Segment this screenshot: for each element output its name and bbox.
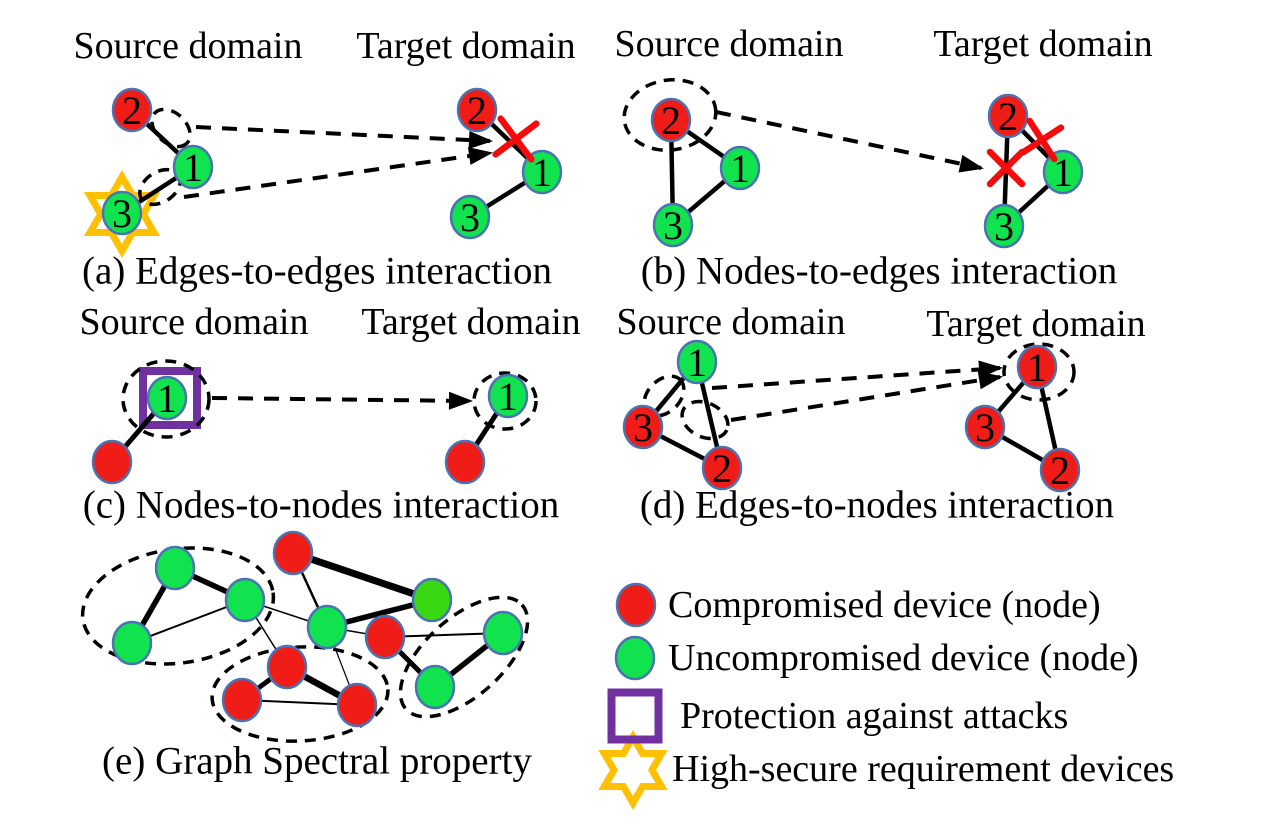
dashed-group-ellipse	[398, 595, 530, 719]
dashed-group-ellipse	[210, 645, 390, 743]
device-node-red	[987, 93, 1029, 139]
transfer-arrow	[711, 360, 1003, 390]
dashed-group-ellipse	[150, 107, 192, 149]
transfer-arrow	[730, 371, 1003, 422]
blocked-x-icon	[1019, 117, 1065, 163]
node-label: 2	[661, 98, 681, 143]
node-label: 1	[1027, 345, 1047, 390]
blocked-x-icon	[492, 115, 540, 163]
node-label: 2	[1050, 448, 1070, 493]
transfer-arrow	[195, 125, 493, 149]
device-node-green	[224, 577, 266, 623]
uncompromised-node-icon	[614, 635, 656, 681]
device-node-green	[154, 545, 196, 591]
dashed-group-ellipse	[472, 371, 538, 431]
node-label: 1	[1053, 150, 1073, 195]
device-node-red	[266, 644, 308, 690]
node-label: 2	[122, 88, 142, 133]
device-node-green	[101, 190, 143, 236]
transfer-arrow	[715, 110, 984, 173]
node-label: 3	[994, 204, 1014, 249]
panel-e	[80, 530, 530, 743]
device-node-red	[111, 87, 153, 133]
protection-square-icon	[607, 688, 663, 744]
device-node-red	[622, 404, 664, 450]
node-label: 1	[730, 146, 750, 191]
device-node-green	[719, 145, 761, 191]
transfer-arrow	[211, 391, 473, 410]
device-node-green	[146, 375, 188, 421]
device-node-green	[676, 339, 718, 385]
device-node-red	[456, 87, 498, 133]
device-node-green	[449, 194, 491, 240]
panel-legend	[598, 582, 668, 811]
device-node-lime	[411, 577, 453, 623]
compromised-node-icon	[615, 582, 657, 628]
device-node-green	[172, 144, 214, 190]
device-node-red	[964, 404, 1006, 450]
device-node-green	[414, 664, 456, 710]
device-node-red	[91, 439, 133, 485]
dashed-group-ellipse	[622, 78, 718, 152]
device-node-green	[487, 373, 529, 419]
node-label: 3	[460, 195, 480, 240]
device-node-red	[221, 677, 263, 723]
device-node-green	[983, 203, 1025, 249]
node-label: 3	[975, 405, 995, 450]
device-node-red	[272, 530, 314, 576]
dashed-group-ellipse	[1002, 342, 1076, 402]
node-label: 3	[633, 405, 653, 450]
device-node-green	[652, 202, 694, 248]
device-node-red	[364, 614, 406, 660]
node-label: 2	[712, 446, 732, 491]
node-label: 3	[112, 191, 132, 236]
high-secure-star-icon	[598, 729, 668, 811]
dashed-group-ellipse	[121, 359, 211, 439]
graph-edge	[291, 549, 434, 604]
device-node-red	[1016, 344, 1058, 390]
node-label: 3	[663, 203, 683, 248]
device-node-green	[482, 610, 524, 656]
device-node-red	[336, 682, 378, 728]
device-node-green	[306, 604, 348, 650]
node-label: 1	[183, 145, 203, 190]
device-node-red	[650, 97, 692, 143]
node-label: 1	[687, 340, 707, 385]
node-label: 1	[498, 374, 518, 419]
protection-square-icon	[139, 367, 201, 429]
device-node-red	[701, 445, 743, 491]
blocked-x-icon	[986, 148, 1026, 188]
device-node-red	[1039, 447, 1081, 493]
node-label: 1	[532, 150, 552, 195]
device-node-red	[444, 439, 486, 485]
transfer-arrow	[183, 147, 493, 199]
device-node-green	[111, 620, 153, 666]
node-label: 2	[998, 94, 1018, 139]
node-label: 1	[157, 376, 177, 421]
node-label: 2	[467, 88, 487, 133]
high-secure-star-icon	[83, 170, 161, 258]
dashed-group-ellipse	[680, 399, 730, 441]
